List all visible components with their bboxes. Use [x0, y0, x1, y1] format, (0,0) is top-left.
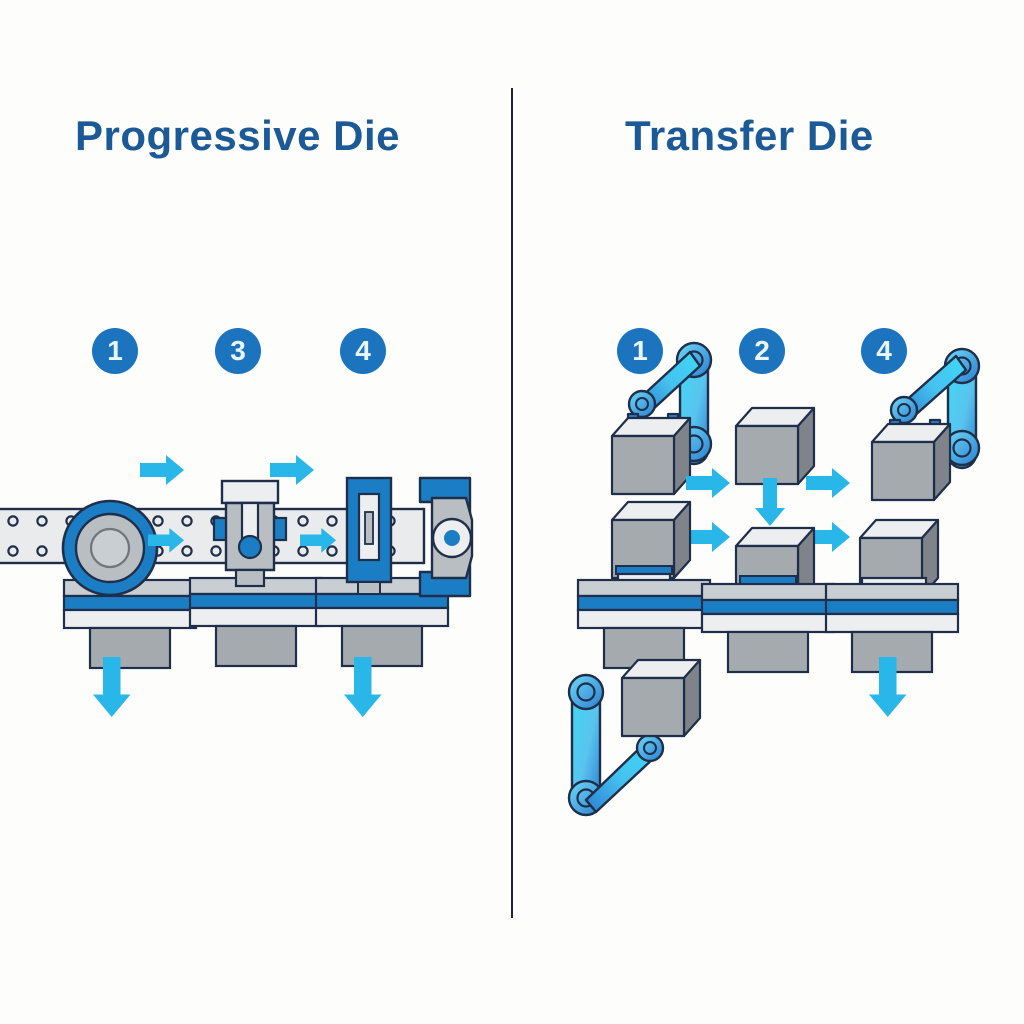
panel-title-transfer-die: Transfer Die: [625, 112, 874, 159]
step-badge-progressive-3[interactable]: 3: [215, 328, 261, 374]
step-badge-transfer-2[interactable]: 2: [739, 328, 785, 374]
progressive-die-illustration: [0, 455, 474, 717]
feed-arrow-top-1: [140, 455, 184, 485]
panel-title-progressive-die: Progressive Die: [75, 112, 401, 159]
die-station-base-1: [62, 578, 198, 670]
forming-punch-station: [212, 479, 288, 588]
blank-station-2-top: [734, 406, 816, 486]
blank-robot-lower-left: [620, 658, 702, 738]
transfer-arrow-top-2: [806, 468, 850, 498]
transfer-arrow-mid-1: [686, 522, 730, 552]
step-badge-transfer-1[interactable]: 1: [617, 328, 663, 374]
transfer-die-illustration: [567, 341, 981, 817]
panel-divider: [511, 88, 513, 918]
robot-arm-upper-left: [626, 341, 713, 466]
piercing-station: [345, 476, 393, 595]
transfer-arrow-down-mid: [755, 478, 785, 526]
step-badge-progressive-4[interactable]: 4: [340, 328, 386, 374]
blank-robot-upper-right: [870, 422, 952, 502]
blanking-station: [61, 499, 159, 597]
transfer-arrow-top-1: [686, 468, 730, 498]
step-badge-transfer-4[interactable]: 4: [861, 328, 907, 374]
press-station-2: [700, 575, 836, 674]
die-station-base-2: [188, 576, 324, 668]
cutoff-station: [418, 476, 474, 598]
robot-arm-lower-left: [567, 673, 678, 817]
blank-robot-upper-left: [610, 416, 692, 496]
press-station-3: [824, 576, 960, 674]
step-badge-progressive-1[interactable]: 1: [92, 328, 138, 374]
press-station-1: [576, 565, 712, 670]
